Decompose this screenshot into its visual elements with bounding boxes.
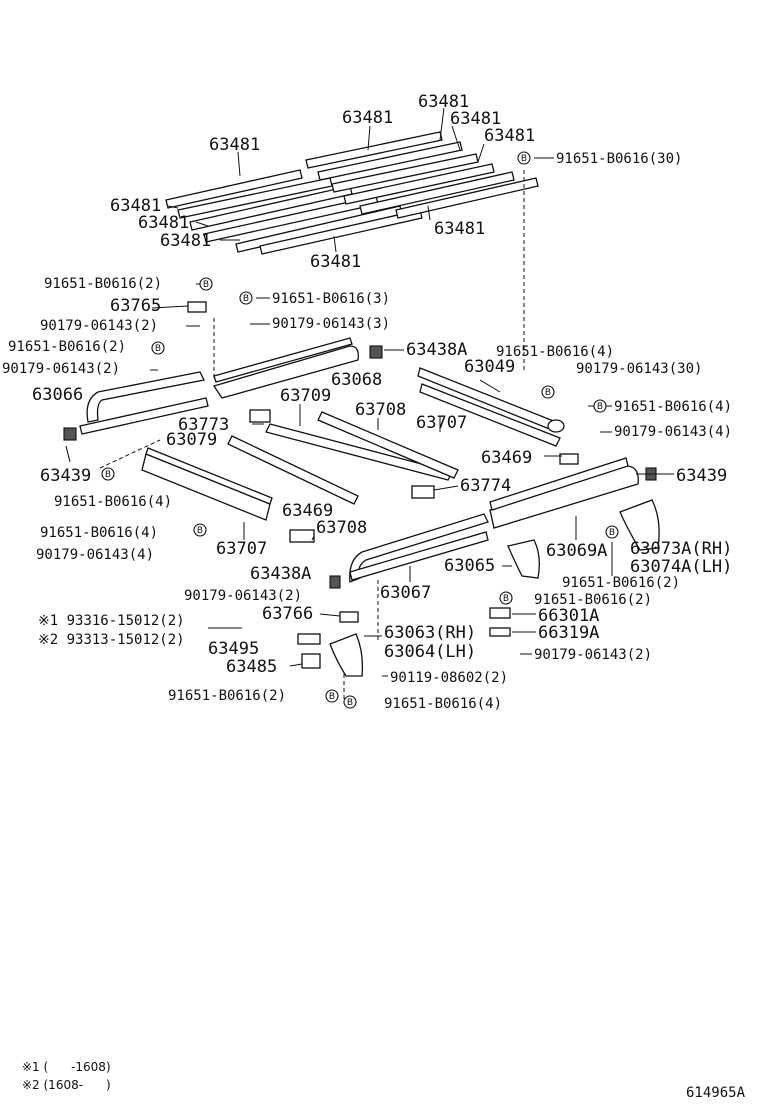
svg-text:B: B: [597, 402, 603, 412]
leader-lines: [65, 283, 674, 677]
bolt-marker: B: [199, 277, 213, 291]
part-number-label: 91651-B0616(2): [44, 276, 162, 292]
rack-frame-parts: [63, 301, 660, 677]
part-number-label: 63063(RH): [384, 623, 476, 643]
part-number-label: 63707: [416, 413, 467, 433]
bolt-marker: B: [499, 591, 513, 605]
part-number-label: 63773: [178, 415, 229, 435]
part-number-label: 90119-08602(2): [390, 670, 508, 686]
part-number-label: 91651-B0616(4): [40, 525, 158, 541]
part-number-label: 63481: [434, 219, 485, 239]
footnote: ※1 ( -1608): [22, 1060, 111, 1074]
part-number-label: 63469: [282, 501, 333, 521]
part-number-label: 90179-06143(2): [2, 361, 120, 377]
part-number-label: 63079: [166, 430, 217, 450]
part-number-label: 63469: [481, 448, 532, 468]
svg-text:B: B: [347, 698, 353, 708]
part-number-label: 63069A: [546, 541, 607, 561]
part-number-label: 63064(LH): [384, 642, 476, 662]
part-number-label: 91651-B0616(2): [168, 688, 286, 704]
part-number-label: 63774: [460, 476, 511, 496]
part-number-label: 91651-B0616(30): [556, 151, 682, 167]
part-number-label: 66301A: [538, 606, 599, 626]
part-number-label: 63068: [331, 370, 382, 390]
part-number-label: 63067: [380, 583, 431, 603]
part-number-label: 63074A(LH): [630, 557, 732, 577]
part-number-label: ※1 93316-15012(2): [38, 613, 185, 629]
part-number-label: 90179-06143(30): [576, 361, 702, 377]
part-number-label: 63481: [450, 109, 501, 129]
bolt-marker: B: [325, 689, 339, 703]
bolt-marker: B: [541, 385, 555, 399]
part-number-label: 90179-06143(3): [272, 316, 390, 332]
part-number-label: 63708: [316, 518, 367, 538]
part-number-label: 63481: [209, 135, 260, 155]
part-number-label: 63495: [208, 639, 259, 659]
part-number-label: 63708: [355, 400, 406, 420]
svg-text:B: B: [197, 526, 203, 536]
part-number-label: 63485: [226, 657, 277, 677]
part-number-label: 63438A: [250, 564, 311, 584]
part-number-label: 63481: [342, 108, 393, 128]
part-number-label: 91651-B0616(2): [534, 592, 652, 608]
roof-rail-strips: [165, 107, 554, 255]
part-number-label: 63438A: [406, 340, 467, 360]
svg-text:B: B: [155, 344, 161, 354]
part-number-label: 91651-B0616(2): [562, 575, 680, 591]
bolt-marker: B: [343, 695, 357, 709]
part-number-label: 63481: [418, 92, 469, 112]
bolt-marker: B: [605, 525, 619, 539]
part-number-label: ※2 93313-15012(2): [38, 632, 185, 648]
bolt-marker: B: [193, 523, 207, 537]
part-number-label: 63481: [310, 252, 361, 272]
bolt-marker: B: [593, 399, 607, 413]
part-number-label: 91651-B0616(4): [384, 696, 502, 712]
part-number-label: 91651-B0616(4): [496, 344, 614, 360]
part-number-label: 63481: [484, 126, 535, 146]
part-number-label: 91651-B0616(2): [8, 339, 126, 355]
part-number-label: 63766: [262, 604, 313, 624]
part-number-label: 63481: [160, 231, 211, 251]
part-number-label: 63709: [280, 386, 331, 406]
part-number-label: 63439: [676, 466, 727, 486]
svg-text:B: B: [329, 692, 335, 702]
part-number-label: 63065: [444, 556, 495, 576]
part-number-label: 91651-B0616(4): [614, 399, 732, 415]
footnote: ※2 (1608- ): [22, 1078, 111, 1092]
bolt-marker: B: [517, 151, 531, 165]
part-number-label: 91651-B0616(3): [272, 291, 390, 307]
part-number-label: 90179-06143(4): [614, 424, 732, 440]
assembly-guide-lines: [99, 170, 525, 700]
svg-text:B: B: [243, 294, 249, 304]
svg-text:B: B: [503, 594, 509, 604]
part-number-label: 63707: [216, 539, 267, 559]
part-number-label: 63765: [110, 296, 161, 316]
part-number-label: 63073A(RH): [630, 539, 732, 559]
svg-text:B: B: [545, 388, 551, 398]
part-number-label: 63481: [110, 196, 161, 216]
part-number-label: 90179-06143(2): [40, 318, 158, 334]
bolt-marker: B: [239, 291, 253, 305]
svg-text:B: B: [105, 470, 111, 480]
footnotes: ※1 ( -1608) ※2 (1608- ): [22, 1060, 111, 1092]
part-number-label: 63049: [464, 357, 515, 377]
part-number-label: 63439: [40, 466, 91, 486]
part-number-label: 91651-B0616(4): [54, 494, 172, 510]
bolt-markers: B B B B B B B B B B B B: [101, 151, 619, 709]
part-number-label: 90179-06143(2): [534, 647, 652, 663]
svg-text:B: B: [521, 154, 527, 164]
bolt-marker: B: [151, 341, 165, 355]
part-number-label: 90179-06143(4): [36, 547, 154, 563]
part-number-label: 90179-06143(2): [184, 588, 302, 604]
svg-text:B: B: [203, 280, 209, 290]
diagram-id: 614965A: [686, 1085, 746, 1101]
part-number-label: 66319A: [538, 623, 599, 643]
part-number-label: 63066: [32, 385, 83, 405]
svg-text:B: B: [609, 528, 615, 538]
bolt-marker: B: [101, 467, 115, 481]
part-number-label: 63481: [138, 213, 189, 233]
